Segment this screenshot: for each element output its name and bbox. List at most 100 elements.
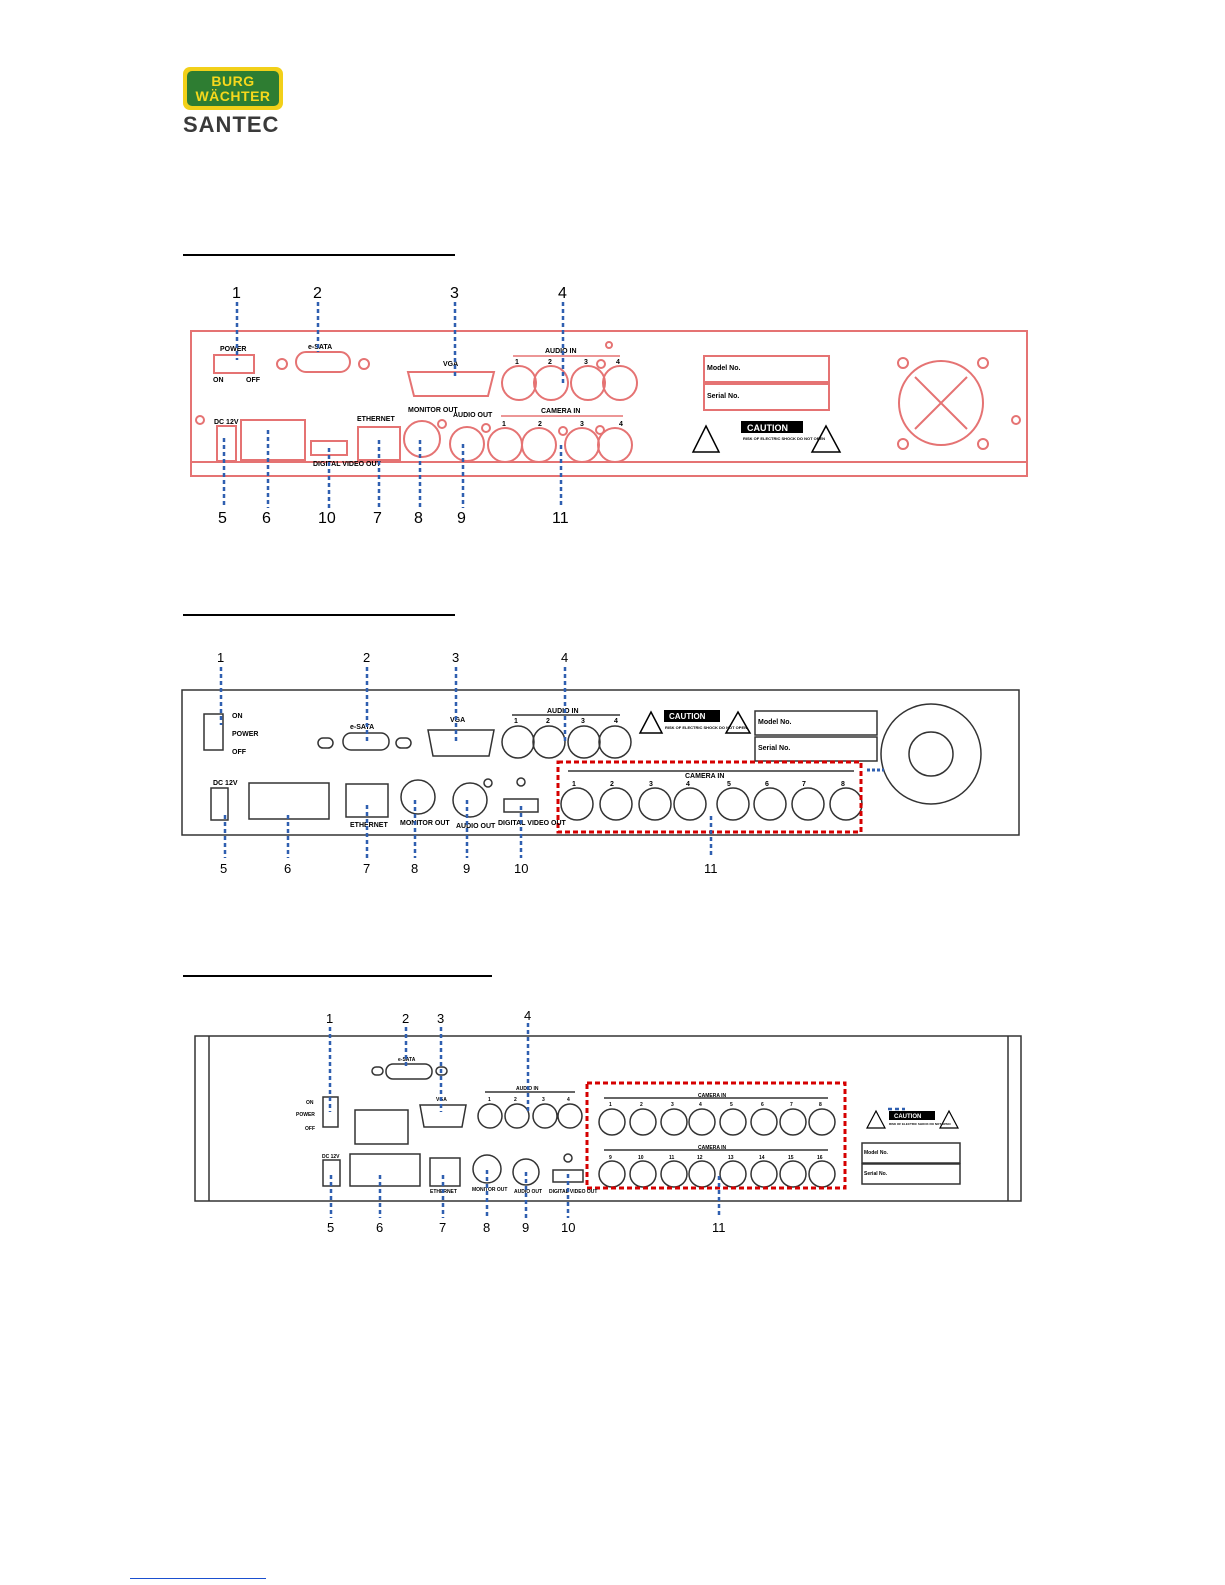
panel2-audio-out-label: AUDIO OUT	[456, 823, 496, 830]
panel3-cam-num: 5	[730, 1102, 733, 1108]
callout-number: 6	[262, 510, 271, 527]
panel2-power-label: POWER	[232, 731, 258, 738]
panel2-camera-highlight	[556, 760, 863, 834]
panel1-callout-numbers: 1 2 3 4 5 6 10 7 8 9 11	[218, 285, 569, 527]
callout-number: 7	[363, 861, 370, 876]
panel3-caution-label: CAUTION	[894, 1114, 921, 1120]
panel2-monitor-out-label: MONITOR OUT	[400, 820, 450, 827]
panel3-camera-in-label-bottom: CAMERA IN	[698, 1145, 727, 1151]
panel3-warning-icons	[866, 1109, 959, 1129]
panel1-serial-label: Serial No.	[707, 393, 739, 400]
callout-number: 4	[524, 1008, 531, 1023]
panel1-audio-out-label: AUDIO OUT	[453, 412, 493, 419]
callout-number: 8	[411, 861, 418, 876]
panel1-audio-in-1	[501, 365, 537, 401]
panel3-camera-in-10	[629, 1160, 657, 1188]
panel2-audio-in-2	[532, 725, 566, 759]
panel2-callout-lines	[219, 667, 713, 858]
panel2-camera-in-4	[673, 787, 707, 821]
panel1-audio-num: 4	[616, 359, 620, 366]
panel1-model-label: Model No.	[707, 365, 740, 372]
panel2-audio-out	[452, 782, 488, 818]
panel2-shock-warning-icon	[638, 710, 664, 734]
callout-number: 9	[457, 510, 466, 527]
panel3-audio-num: 4	[567, 1097, 570, 1103]
callout-number: 9	[522, 1220, 529, 1235]
panel2-cam-num: 8	[841, 781, 845, 788]
panel3-camera-in-15	[779, 1160, 807, 1188]
panel2-cam-num: 7	[802, 781, 806, 788]
panel1-power-label: POWER	[220, 346, 246, 353]
panel2-camera-in-label: CAMERA IN	[685, 773, 724, 780]
panel1-audio-num: 1	[515, 359, 519, 366]
panel3-camera-in-14	[750, 1160, 778, 1188]
panel1-dc-jack	[216, 425, 237, 462]
callout-number: 4	[561, 650, 568, 665]
panel1-labels: POWER ON OFF e-SATA VGA AUDIO IN 1 2 3 4…	[213, 344, 825, 468]
panel3-camera-in-8	[808, 1108, 836, 1136]
panel3-camera-in-7	[779, 1108, 807, 1136]
panel1-dc-label: DC 12V	[214, 419, 239, 426]
panel2-cam-num: 5	[727, 781, 731, 788]
panel2-fan	[880, 703, 982, 805]
panel3-power-label: POWER	[296, 1112, 315, 1118]
panel3-led	[563, 1153, 573, 1163]
panel1-fan-blade	[914, 376, 968, 430]
panel1-audio-out	[449, 426, 485, 462]
callout-number: 10	[514, 861, 528, 876]
panel2-cam-num: 6	[765, 781, 769, 788]
panel2-cam-num: 4	[686, 781, 690, 788]
panel3-cam-num: 7	[790, 1102, 793, 1108]
panel2-audio-num: 3	[581, 718, 585, 725]
panel2-esata-port	[342, 732, 390, 751]
panel2-power-switch	[203, 713, 224, 751]
callout-number: 8	[414, 510, 423, 527]
panel2-callout-numbers: 1 2 3 4 5 6 7 8 9 10 11	[217, 650, 718, 876]
panel3-cam-num: 11	[669, 1155, 675, 1161]
panel1-audio-in-2	[533, 365, 569, 401]
panel3-labels: ON POWER OFF e-SATA VGA AUDIO IN 1 2 3 4…	[296, 1057, 951, 1195]
panel1-led	[595, 425, 605, 435]
callout-number: 4	[558, 285, 567, 302]
panel3-terminal-block-2	[349, 1153, 421, 1187]
panel3-screw	[435, 1066, 448, 1076]
callout-number: 3	[450, 285, 459, 302]
panel3-dc-label: DC 12V	[322, 1154, 340, 1160]
panel2-digital-video-out-label: DIGITAL VIDEO OUT	[498, 820, 567, 827]
panel2-audio-in-3	[567, 725, 601, 759]
panel1-screw	[195, 415, 205, 425]
panel3-terminal-block-1	[354, 1109, 409, 1145]
panel2-labels: ON POWER OFF e-SATA VGA AUDIO IN 1 2 3 4…	[213, 708, 845, 830]
panel1-caution-badge	[741, 421, 803, 433]
panel3-camera-in-11	[660, 1160, 688, 1188]
panel2-caution-text: RISK OF ELECTRIC SHOCK DO NOT OPEN	[665, 725, 747, 730]
callout-number: 10	[561, 1220, 575, 1235]
panel1-callout-lines	[222, 302, 565, 508]
panel2-audio-num: 4	[614, 718, 618, 725]
panel1-vga-port	[406, 371, 496, 397]
panel1-camera-in-4	[597, 427, 633, 463]
panel3-audio-in-3	[532, 1103, 558, 1129]
callout-number: 5	[218, 510, 227, 527]
panel2-led	[483, 778, 493, 788]
panel1-camera-in-1	[487, 427, 523, 463]
panel2-cam-num: 1	[572, 781, 576, 788]
panel3-audio-out	[512, 1158, 540, 1186]
panel2-caution-label: CAUTION	[669, 712, 706, 721]
panel1-led	[437, 419, 447, 429]
callout-number: 8	[483, 1220, 490, 1235]
panel3-cam-num: 14	[759, 1155, 765, 1161]
panel3-screw	[371, 1066, 384, 1076]
panel2-dc-jack	[210, 787, 229, 821]
panel3-camera-in-1	[598, 1108, 626, 1136]
panel3-shock-warning-icon	[866, 1109, 886, 1129]
panel2-cam-num: 2	[610, 781, 614, 788]
panel1-caution-text: RISK OF ELECTRIC SHOCK DO NOT OPEN	[743, 436, 825, 441]
panel3-cam-num: 12	[697, 1155, 703, 1161]
footer-link-underline[interactable]	[130, 1578, 266, 1579]
panel1-screw	[897, 438, 909, 450]
rear-panel-diagram-2	[181, 689, 1020, 836]
panel1-ethernet-label: ETHERNET	[357, 416, 395, 423]
panel1-on-label: ON	[213, 377, 224, 384]
panel2-model-box	[754, 710, 878, 736]
